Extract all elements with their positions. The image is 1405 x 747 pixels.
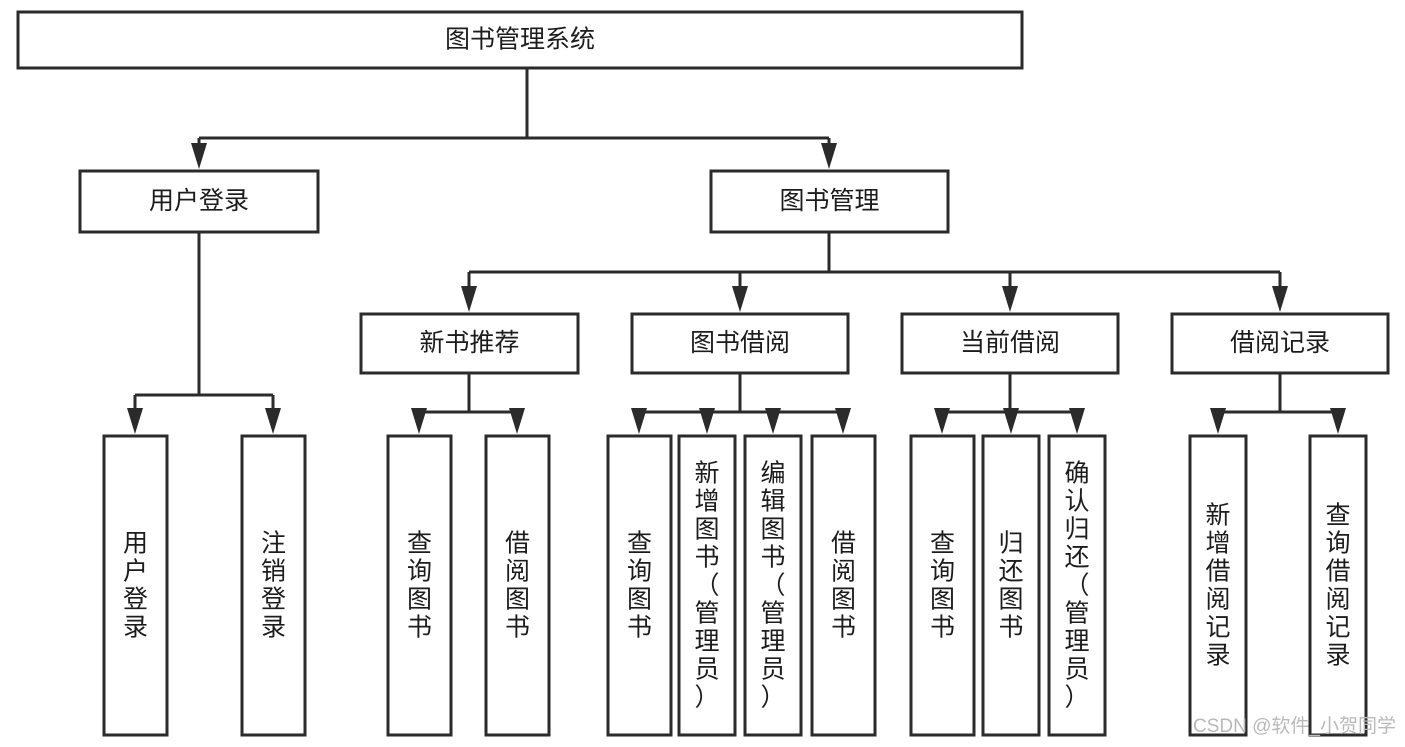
node-level3-current-borrow-box[interactable]: [900, 312, 1120, 375]
node-leaf-leaf-query-book-recommend[interactable]: 查询图书: [386, 434, 453, 737]
new-book-recommend-to-leaves-arrow-1-icon: [509, 408, 525, 434]
node-level3-new-book-recommend-box[interactable]: [359, 312, 580, 375]
node-level3-current-borrow[interactable]: 当前借阅: [900, 312, 1120, 375]
node-root-root-box[interactable]: [16, 10, 1024, 70]
node-leaf-leaf-user-login[interactable]: 用户登录: [102, 434, 169, 737]
node-leaf-leaf-logout-login-box[interactable]: [240, 434, 307, 737]
book-borrow-to-leaves-arrow-0-icon: [631, 408, 647, 434]
node-leaf-leaf-query-book-borrow-box[interactable]: [606, 434, 673, 737]
node-leaf-leaf-logout-login[interactable]: 注销登录: [240, 434, 307, 737]
book-borrow-to-leaves-arrow-1-icon: [699, 408, 715, 434]
node-level3-borrow-record-label: 借阅记录: [1230, 329, 1330, 357]
node-leaf-leaf-query-book-borrow-label: 查询图书: [627, 530, 652, 642]
node-leaf-leaf-borrow-book-recommend-label: 借阅图书: [505, 530, 530, 642]
node-leaf-leaf-query-book-current-box[interactable]: [909, 434, 976, 737]
node-leaf-leaf-edit-book-admin[interactable]: 编辑图书（管理员）: [743, 434, 803, 737]
node-leaf-leaf-add-borrow-record[interactable]: 新增借阅记录: [1188, 434, 1248, 737]
node-leaf-leaf-add-borrow-record-label: 新增借阅记录: [1205, 502, 1230, 670]
node-level2-user-login[interactable]: 用户登录: [78, 169, 320, 234]
node-leaf-leaf-confirm-return-admin-label: 确认归还（管理员）: [1064, 460, 1089, 712]
node-leaf-leaf-borrow-book-recommend-box[interactable]: [484, 434, 551, 737]
node-leaf-leaf-borrow-book-label: 借阅图书: [831, 530, 856, 642]
borrow-record-to-leaves-arrow-0-icon: [1210, 408, 1226, 434]
nodes-layer: 图书管理系统用户登录图书管理新书推荐图书借阅当前借阅借阅记录用户登录注销登录查询…: [16, 10, 1390, 737]
node-root-root-label: 图书管理系统: [445, 26, 595, 54]
node-leaf-leaf-add-book-admin-label: 新增图书（管理员）: [694, 460, 719, 712]
node-leaf-leaf-query-borrow-record[interactable]: 查询借阅记录: [1308, 434, 1368, 737]
node-leaf-leaf-borrow-book-box[interactable]: [810, 434, 877, 737]
node-level3-new-book-recommend-label: 新书推荐: [419, 329, 519, 357]
node-leaf-leaf-edit-book-admin-label: 编辑图书（管理员）: [760, 460, 785, 712]
node-level3-book-borrow-box[interactable]: [630, 312, 850, 375]
node-leaf-leaf-query-book-borrow[interactable]: 查询图书: [606, 434, 673, 737]
node-level3-borrow-record-box[interactable]: [1170, 312, 1390, 375]
node-level3-book-borrow-label: 图书借阅: [690, 329, 790, 357]
node-leaf-leaf-borrow-book-recommend[interactable]: 借阅图书: [484, 434, 551, 737]
root-to-level2-arrow-1-icon: [821, 143, 837, 169]
node-level3-borrow-record[interactable]: 借阅记录: [1170, 312, 1390, 375]
node-leaf-leaf-confirm-return-admin-box[interactable]: [1047, 434, 1107, 737]
node-leaf-leaf-add-book-admin[interactable]: 新增图书（管理员）: [677, 434, 737, 737]
current-borrow-to-leaves-arrow-2-icon: [1069, 408, 1085, 434]
user-login-to-leaves-arrow-0-icon: [127, 408, 143, 434]
node-leaf-leaf-query-book-current-label: 查询图书: [930, 530, 955, 642]
connectors-layer: [127, 68, 1346, 434]
node-level3-new-book-recommend[interactable]: 新书推荐: [359, 312, 580, 375]
book-management-to-level3-arrow-0-icon: [461, 286, 477, 312]
book-management-to-level3-arrow-1-icon: [732, 286, 748, 312]
node-leaf-leaf-logout-login-label: 注销登录: [261, 530, 286, 642]
node-leaf-leaf-add-book-admin-box[interactable]: [677, 434, 737, 737]
node-leaf-leaf-return-book-label: 归还图书: [998, 530, 1023, 642]
new-book-recommend-to-leaves-arrow-0-icon: [411, 408, 427, 434]
book-management-to-level3-arrow-2-icon: [1002, 286, 1018, 312]
user-login-to-leaves-arrow-1-icon: [265, 408, 281, 434]
node-leaf-leaf-borrow-book[interactable]: 借阅图书: [810, 434, 877, 737]
borrow-record-to-leaves-arrow-1-icon: [1330, 408, 1346, 434]
node-level2-user-login-label: 用户登录: [149, 187, 249, 215]
node-level2-book-management-box[interactable]: [709, 169, 950, 234]
node-level3-current-borrow-label: 当前借阅: [960, 329, 1060, 357]
book-borrow-to-leaves-arrow-2-icon: [765, 408, 781, 434]
node-level2-book-management[interactable]: 图书管理: [709, 169, 950, 234]
csdn-watermark: CSDN @软件_小贺同学: [1193, 715, 1396, 737]
root-to-level2-arrow-0-icon: [191, 143, 207, 169]
node-leaf-leaf-user-login-box[interactable]: [102, 434, 169, 737]
node-leaf-leaf-return-book[interactable]: 归还图书: [981, 434, 1041, 737]
node-level2-user-login-box[interactable]: [78, 169, 320, 234]
node-leaf-leaf-query-borrow-record-label: 查询借阅记录: [1325, 502, 1350, 670]
node-leaf-leaf-query-book-recommend-box[interactable]: [386, 434, 453, 737]
node-leaf-leaf-query-book-recommend-label: 查询图书: [407, 530, 432, 642]
node-leaf-leaf-add-borrow-record-box[interactable]: [1188, 434, 1248, 737]
node-root-root[interactable]: 图书管理系统: [16, 10, 1024, 70]
node-leaf-leaf-return-book-box[interactable]: [981, 434, 1041, 737]
node-leaf-leaf-confirm-return-admin[interactable]: 确认归还（管理员）: [1047, 434, 1107, 737]
current-borrow-to-leaves-arrow-1-icon: [1003, 408, 1019, 434]
node-leaf-leaf-query-book-current[interactable]: 查询图书: [909, 434, 976, 737]
node-leaf-leaf-query-borrow-record-box[interactable]: [1308, 434, 1368, 737]
node-level2-book-management-label: 图书管理: [779, 187, 879, 215]
current-borrow-to-leaves-arrow-0-icon: [934, 408, 950, 434]
book-management-to-level3-arrow-3-icon: [1272, 286, 1288, 312]
node-leaf-leaf-user-login-label: 用户登录: [123, 530, 148, 642]
node-leaf-leaf-edit-book-admin-box[interactable]: [743, 434, 803, 737]
node-level3-book-borrow[interactable]: 图书借阅: [630, 312, 850, 375]
book-borrow-to-leaves-arrow-3-icon: [835, 408, 851, 434]
